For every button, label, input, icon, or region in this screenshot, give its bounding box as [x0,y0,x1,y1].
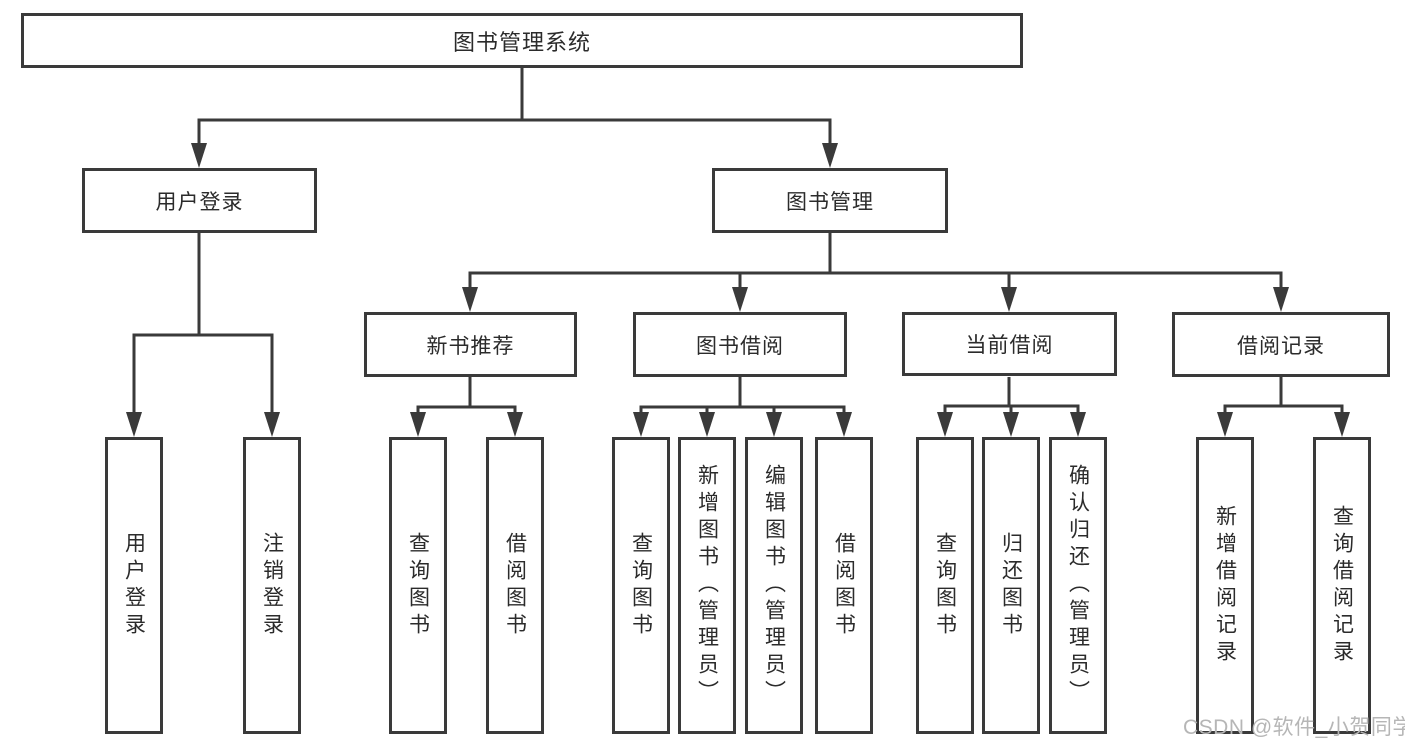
leaf-edit-books-admin: 编辑图书（管理员） [745,437,803,734]
arrowhead [1217,412,1233,437]
arrowhead [766,412,782,437]
leaf-label: 新增借阅记录 [1213,504,1237,667]
leaf-return-books: 归还图书 [982,437,1040,734]
leaf-confirm-return-admin: 确认归还（管理员） [1049,437,1107,734]
arrowhead [836,412,852,437]
arrowhead [462,287,478,312]
leaf-user-login: 用户登录 [105,437,163,734]
node-current-borrowing: 当前借阅 [902,312,1117,376]
leaf-label: 归还图书 [999,531,1023,640]
connector-current-borrow-to-leaves [937,377,1086,437]
node-label: 图书借阅 [696,334,784,358]
arrowhead [1070,412,1086,437]
arrowhead [633,412,649,437]
leaf-query-books-current: 查询图书 [916,437,974,734]
node-label: 图书管理系统 [452,29,591,55]
arrowhead [507,412,523,437]
leaf-label: 注销登录 [260,531,284,640]
leaf-borrow-books-recommend: 借阅图书 [486,437,544,734]
node-label: 新书推荐 [426,334,515,358]
leaf-label: 用户登录 [122,531,146,640]
leaf-add-borrow-record: 新增借阅记录 [1196,437,1254,734]
leaf-query-borrow-record: 查询借阅记录 [1313,437,1371,734]
connector-new-book-to-leaves [410,377,523,437]
leaf-query-books-recommend: 查询图书 [389,437,447,734]
node-book-management-branch: 图书管理 [712,168,948,233]
leaf-label: 新增图书（管理员） [695,464,719,707]
node-book-borrowing: 图书借阅 [633,312,847,377]
arrowhead [410,412,426,437]
leaf-label: 借阅图书 [832,531,856,640]
node-library-management-system: 图书管理系统 [21,13,1023,68]
leaf-label: 查询图书 [933,531,957,640]
leaf-label: 查询图书 [406,531,430,640]
leaf-label: 确认归还（管理员） [1066,464,1090,707]
arrowhead [1001,287,1017,312]
leaf-label: 借阅图书 [503,531,527,640]
csdn-watermark: CSDN @软件_小贺同学 [1183,716,1405,739]
arrowhead [937,412,953,437]
arrowhead [1334,412,1350,437]
arrowhead [1273,287,1289,312]
leaf-borrow-books: 借阅图书 [815,437,873,734]
leaf-logout: 注销登录 [243,437,301,734]
node-label: 图书管理 [786,190,874,214]
connector-root-to-branches [191,68,838,168]
leaf-label: 编辑图书（管理员） [762,464,786,707]
arrowhead [732,287,748,312]
arrowhead [264,412,280,437]
arrowhead [822,143,838,168]
leaf-add-books-admin: 新增图书（管理员） [678,437,736,734]
leaf-label: 查询借阅记录 [1330,504,1354,667]
node-user-login-branch: 用户登录 [82,168,317,233]
arrowhead [191,143,207,168]
connector-user-login-to-leaves [126,233,280,437]
node-label: 借阅记录 [1237,334,1325,358]
arrowhead [1003,412,1019,437]
node-new-book-recommendation: 新书推荐 [364,312,577,377]
leaf-label: 查询图书 [629,531,653,640]
leaf-query-books-borrow: 查询图书 [612,437,670,734]
connector-borrow-records-to-leaves [1217,377,1350,437]
arrowhead [126,412,142,437]
connector-book-borrow-to-leaves [633,377,852,437]
node-label: 用户登录 [155,190,244,214]
node-borrowing-records: 借阅记录 [1172,312,1390,377]
node-label: 当前借阅 [965,334,1054,357]
connector-book-mgmt-to-modules [462,233,1289,312]
arrowhead [699,412,715,437]
